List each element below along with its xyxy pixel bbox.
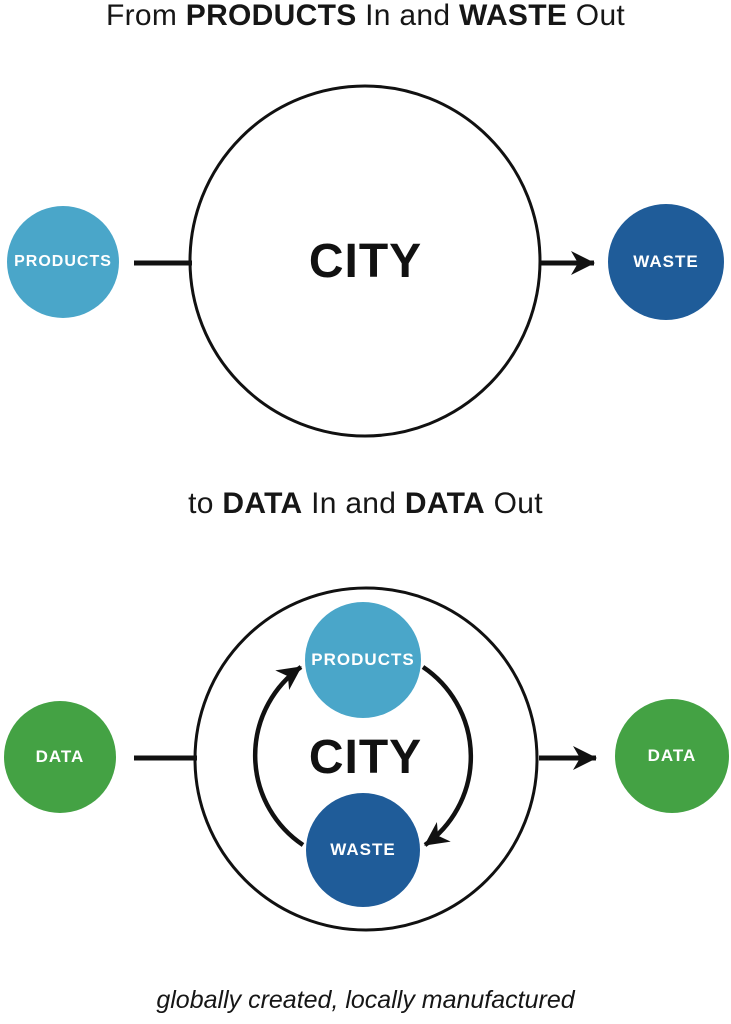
second-title-middle: In and	[302, 487, 405, 520]
data-node-in: DATA	[4, 701, 116, 813]
top-title-middle: In and	[356, 0, 459, 32]
second-title-data-in: DATA	[222, 487, 303, 520]
data-node-in-label: DATA	[35, 747, 85, 766]
products-node-inner: PRODUCTS	[305, 602, 421, 718]
products-node-top: PRODUCTS	[7, 206, 119, 318]
second-title-data-out: DATA	[404, 487, 485, 520]
top-title-waste: WASTE	[459, 0, 568, 32]
second-title-prefix: to	[188, 487, 223, 520]
data-node-out: DATA	[615, 699, 729, 813]
waste-node-inner: WASTE	[306, 793, 420, 907]
top-title-suffix: Out	[567, 0, 626, 32]
city-label-top: CITY	[308, 235, 423, 288]
caption: globally created, locally manufactured	[156, 986, 575, 1014]
top-title: From PRODUCTS In and WASTE Out	[0, 0, 731, 34]
city-label-bottom: CITY	[308, 731, 423, 784]
top-title-prefix: From	[105, 0, 186, 32]
second-title: to DATA In and DATA Out	[0, 486, 731, 522]
waste-node-top-label: WASTE	[633, 252, 699, 271]
data-node-out-label: DATA	[647, 746, 697, 765]
products-node-inner-label: PRODUCTS	[311, 650, 415, 669]
waste-node-inner-label: WASTE	[330, 840, 396, 859]
cycle-arc-right	[421, 665, 474, 847]
waste-node-top: WASTE	[608, 204, 724, 320]
cycle-arc-left	[252, 665, 305, 847]
second-title-suffix: Out	[485, 487, 543, 520]
top-title-products: PRODUCTS	[185, 0, 357, 32]
products-node-top-label: PRODUCTS	[14, 253, 112, 270]
